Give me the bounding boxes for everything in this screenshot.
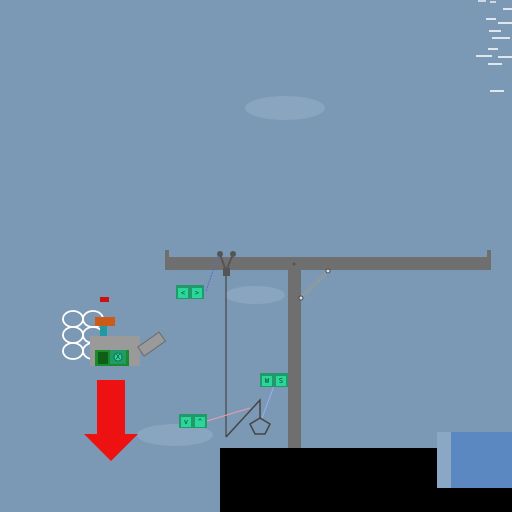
hud-mark [490, 90, 504, 92]
x-icon [113, 352, 123, 362]
hud-mark [498, 22, 512, 24]
jib-pivot [292, 262, 296, 266]
robot-arm [137, 331, 167, 357]
water-rim [437, 432, 451, 488]
brace-joint [298, 295, 304, 301]
hoist-control-keys: v ^ [179, 414, 207, 428]
jib-control-keys: < > [176, 285, 204, 299]
hud-mark [503, 8, 512, 10]
hoist-down-key-label: v [184, 418, 188, 426]
jib-end-left [165, 250, 169, 258]
jib-right-key-label: > [195, 289, 199, 297]
cloud [225, 286, 285, 304]
hud-mark [490, 1, 496, 3]
hud-mark [478, 0, 486, 2]
jib-left-key-label: < [181, 289, 185, 297]
key-face [262, 376, 272, 386]
hud-mark [488, 63, 502, 65]
tower-crane [165, 250, 491, 448]
robot-action-control: X [110, 350, 126, 364]
crane-claw [225, 398, 261, 438]
brace-joint [325, 268, 331, 274]
robot-accent [95, 317, 115, 326]
cloud [137, 424, 213, 446]
hud-mark [476, 55, 492, 57]
robot-panel-left [98, 352, 108, 364]
robot-antenna [100, 297, 109, 302]
crane-jib [165, 257, 491, 270]
hud-mark [498, 56, 512, 58]
cloud [245, 96, 325, 120]
hud-mark [488, 48, 498, 50]
claw-control-keys: W S [260, 373, 288, 387]
key-face [276, 376, 286, 386]
key-face [192, 288, 202, 298]
claw-open-key-label: W [265, 377, 270, 385]
robot-action-key-label: X [116, 353, 121, 361]
robot-wheel [62, 310, 84, 328]
background-clouds [137, 96, 325, 446]
claw-grip [249, 417, 271, 435]
control-link [206, 407, 251, 422]
hoist-up-key-label: ^ [198, 418, 202, 426]
hud-overlay [476, 0, 512, 92]
crane-brace [299, 269, 330, 300]
hud-mark [489, 30, 501, 32]
robot-wheel [62, 342, 84, 360]
key-face [178, 288, 188, 298]
jib-end-right [487, 250, 491, 258]
down-arrow-icon [84, 380, 138, 461]
key-face [181, 417, 191, 427]
crane-mast [288, 263, 301, 448]
hud-mark [492, 37, 510, 39]
robot-wheel [62, 326, 84, 344]
hud-mark [486, 18, 496, 20]
key-face [195, 417, 205, 427]
robot-neck [100, 326, 107, 336]
trolley-body [223, 268, 230, 276]
claw-close-key-label: S [279, 377, 283, 385]
control-link [205, 255, 219, 292]
control-link [261, 385, 275, 419]
